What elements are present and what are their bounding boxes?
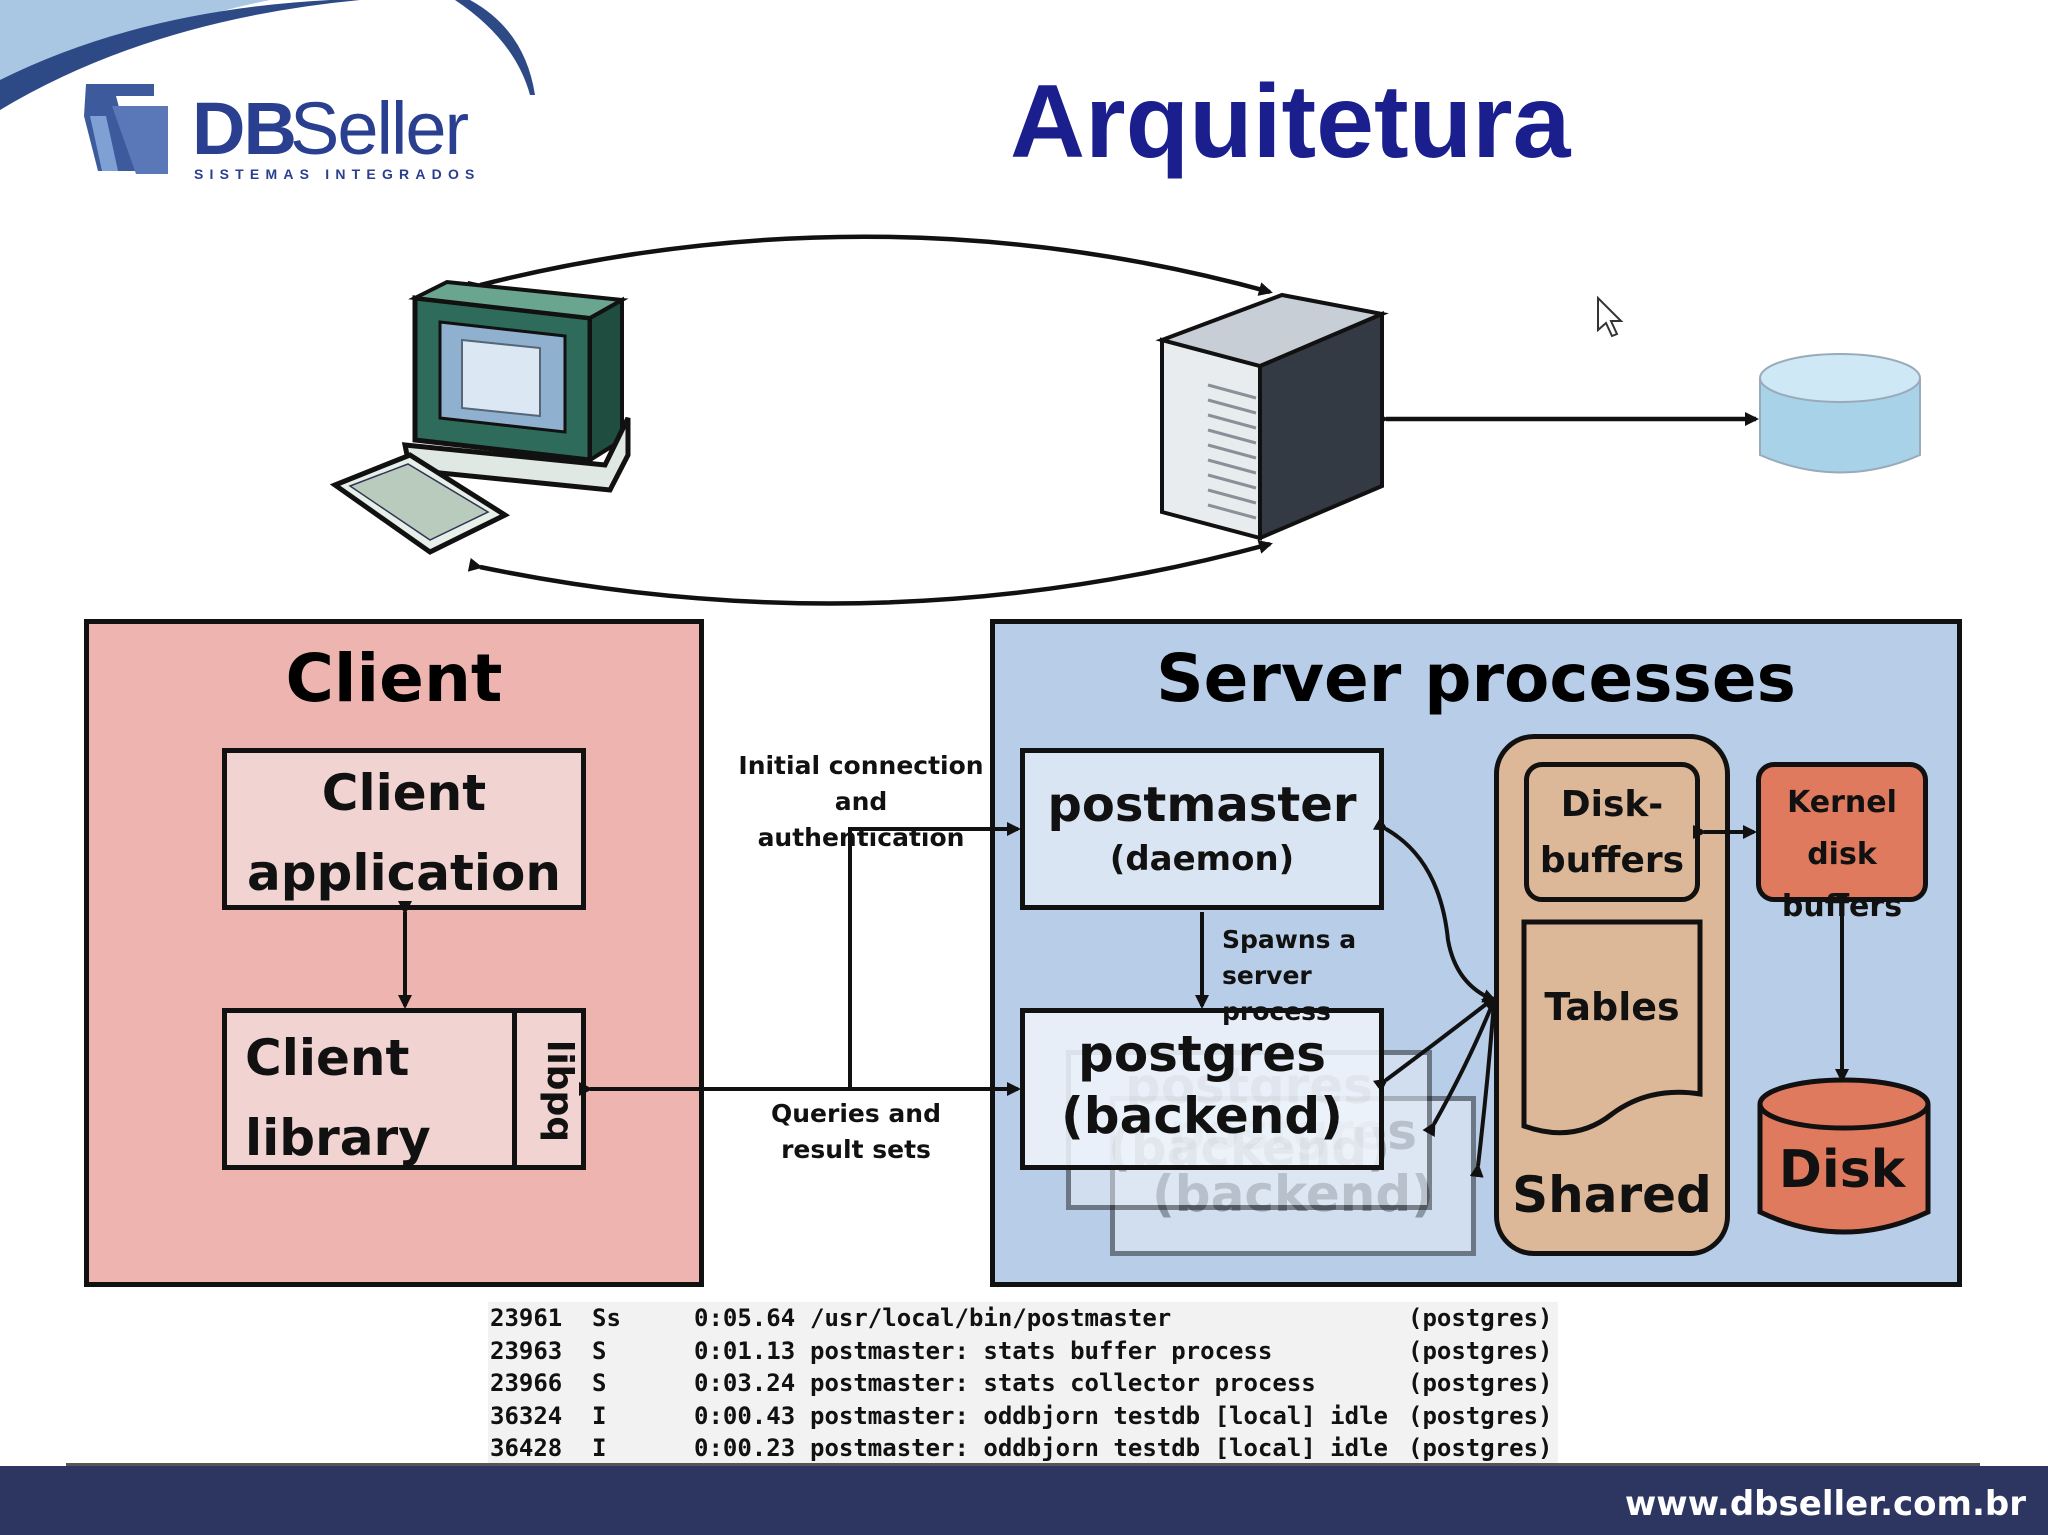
process-time: 0:05.64 — [694, 1304, 796, 1332]
process-pid: 23961 — [490, 1304, 563, 1332]
client-panel — [84, 619, 704, 1287]
database-icon — [1759, 353, 1921, 474]
footer-bar — [0, 1466, 2048, 1535]
libpq-label: libpq — [539, 1040, 580, 1142]
brand-tagline: SISTEMAS INTEGRADOS — [194, 166, 481, 182]
corner-swoosh — [0, 0, 535, 110]
queries-label: Queries and result sets — [740, 1096, 972, 1168]
footer-url: www.dbseller.com.br — [1624, 1484, 2026, 1524]
client-application-line2: application — [247, 844, 561, 902]
postmaster-label: postmaster — [1047, 777, 1357, 833]
process-row: 23966 S 0:03.24 postmaster: stats collector… — [488, 1367, 1558, 1400]
process-list: 23961 Ss 0:05.64/usr/local/bin/postmaster (… — [488, 1302, 1558, 1465]
client-application-line1: Client — [321, 764, 487, 822]
client-library-line2: library — [245, 1109, 431, 1167]
initial-connection-label: Initial connection and authentication — [736, 748, 986, 856]
process-pid: 36428 — [490, 1434, 563, 1462]
libpq-divider — [512, 1008, 517, 1170]
process-user: (postgres) — [1408, 1369, 1553, 1397]
process-time: 0:00.23 — [694, 1434, 796, 1462]
disk-buffers-line2: buffers — [1539, 840, 1685, 881]
process-time: 0:03.24 — [694, 1369, 796, 1397]
queries-line2: result sets — [781, 1135, 931, 1164]
process-user: (postgres) — [1408, 1434, 1553, 1462]
backend-1-line1: postgres — [1078, 1025, 1326, 1083]
disk-cylinder-shape — [1757, 1077, 1931, 1235]
process-row: 23961 Ss 0:05.64/usr/local/bin/postmaster (… — [488, 1302, 1558, 1335]
process-time: 0:00.43 — [694, 1401, 796, 1430]
process-row: 36324 I 0:00.43 postmaster: oddbjorn testdb… — [488, 1400, 1558, 1433]
spawns-label: Spawns a server process — [1222, 922, 1402, 1030]
process-command: postmaster: stats buffer process — [810, 1336, 1273, 1365]
process-command: postmaster: stats collector process — [810, 1369, 1316, 1397]
queries-line1: Queries and — [770, 1099, 941, 1128]
initial-connection-line2: and authentication — [757, 787, 965, 852]
process-stat: S — [592, 1369, 607, 1397]
process-pid: 23963 — [490, 1336, 563, 1365]
server-icon — [1155, 292, 1389, 542]
process-stat: I — [592, 1401, 607, 1430]
process-user: (postgres) — [1408, 1304, 1553, 1332]
spawns-line1: Spawns a — [1222, 925, 1357, 954]
brand-name-regular: Seller — [290, 87, 469, 170]
disk-label: Disk — [1778, 1140, 1906, 1200]
overview-illustration — [329, 234, 1921, 606]
process-command: postmaster: oddbjorn testdb [local] idle — [810, 1401, 1388, 1430]
page-title: Arquitetura — [1010, 64, 1571, 180]
server-panel-title: Server processes — [1156, 640, 1796, 717]
spawns-line2: server process — [1222, 961, 1331, 1026]
daemon-label: (daemon) — [1109, 839, 1295, 879]
client-library-box — [222, 1008, 586, 1170]
logo-mark-icon — [84, 84, 168, 174]
process-command: postmaster: oddbjorn testdb [local] idle — [810, 1434, 1388, 1462]
cursor-icon — [1597, 295, 1624, 338]
shared-label: Shared — [1512, 1166, 1712, 1224]
disk-buffers-line1: Disk- — [1560, 784, 1664, 825]
process-stat: I — [592, 1434, 607, 1462]
tables-document-shape — [1521, 919, 1703, 1136]
kernel-line1: Kernel disk — [1787, 785, 1897, 872]
client-library-label: Client library — [245, 1018, 431, 1178]
client-library-line1: Client — [245, 1029, 410, 1087]
backend-3-line2: (backend) — [1151, 1165, 1435, 1223]
process-row: 36428 I 0:00.23 postmaster: oddbjorn testdb… — [488, 1432, 1558, 1465]
process-command: /usr/local/bin/postmaster — [810, 1304, 1172, 1332]
computer-icon — [329, 279, 631, 555]
footer-divider — [66, 1463, 1980, 1466]
process-time: 0:01.13 — [694, 1336, 796, 1365]
client-application-box: Client application — [222, 748, 586, 910]
process-user: (postgres) — [1408, 1336, 1553, 1365]
tables-label: Tables — [1544, 985, 1680, 1029]
diagram-connectors — [398, 817, 1849, 1178]
brand-name-bold: DB — [192, 87, 297, 170]
initial-connection-line1: Initial connection — [738, 751, 984, 780]
process-user: (postgres) — [1408, 1401, 1553, 1430]
process-stat: S — [592, 1336, 607, 1365]
client-panel-title: Client — [285, 640, 503, 717]
process-pid: 23966 — [490, 1369, 563, 1397]
process-pid: 36324 — [490, 1401, 563, 1430]
process-stat: Ss — [592, 1304, 621, 1332]
process-row: 23963 S 0:01.13 postmaster: stats buffer pr… — [488, 1335, 1558, 1368]
backend-1-line2: (backend) — [1060, 1087, 1344, 1145]
